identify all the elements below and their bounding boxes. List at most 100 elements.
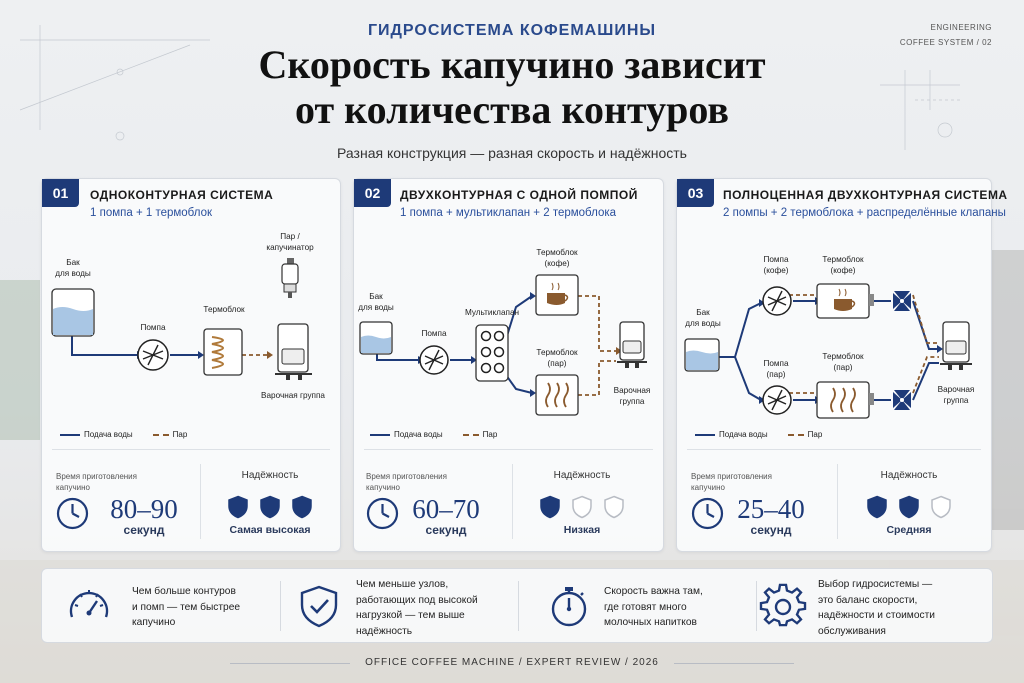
water-tank-icon	[51, 288, 95, 337]
thermoblock-steam-icon	[535, 374, 579, 416]
card-subtitle: 1 помпа + мультиклапан + 2 термоблока	[400, 207, 617, 219]
clock-icon	[366, 497, 399, 530]
engineering-line-2: COFFEE SYSTEM / 02	[899, 38, 992, 47]
card-full-dual-circuit: 03 ПОЛНОЦЕННАЯ ДВУХКОНТУРНАЯ СИСТЕМА 2 п…	[676, 178, 1007, 552]
legend: Подача воды Пар	[370, 430, 497, 439]
label-tank: Бак для воды	[55, 258, 91, 278]
full-dual-circuit-diagram	[684, 283, 972, 419]
legend: Подача воды Пар	[695, 430, 822, 439]
water-tank-icon	[684, 338, 720, 372]
card-title: ОДНОКОНТУРНАЯ СИСТЕМА	[90, 188, 274, 202]
tip-separator	[280, 581, 281, 631]
shield-filled-icon	[260, 495, 280, 519]
card-single-circuit: 01 ОДНОКОНТУРНАЯ СИСТЕМА 1 помпа + 1 тер…	[41, 178, 341, 552]
reliability-shields	[210, 495, 330, 519]
valve-bottom-icon	[893, 390, 911, 410]
card-subtitle: 2 помпы + 2 термоблока + распределённые …	[723, 207, 1006, 219]
label-steam-wand: Пар / капучинатор	[266, 232, 314, 252]
time-value: 80–90	[110, 494, 178, 524]
pump-coffee-icon	[762, 286, 792, 316]
time-value: 60–70	[412, 494, 480, 524]
reliability-shields	[849, 495, 969, 519]
tip-text: Чем меньше узлов, работающих под высокой…	[356, 579, 478, 637]
engineering-tag: ENGINEERING COFFEE SYSTEM / 02	[900, 20, 992, 50]
reliability-label: Надёжность	[241, 470, 299, 481]
multivalve-icon	[475, 324, 509, 382]
thermoblock-steam-icon	[816, 381, 874, 419]
legend-steam-line	[462, 433, 479, 436]
footer-line-left	[230, 663, 350, 664]
legend-water-label: Подача воды	[394, 430, 443, 439]
steam-wand-icon	[281, 258, 299, 298]
legend-water-line	[695, 433, 715, 436]
tip-text: Чем больше контуров и помп — тем быстрее…	[132, 586, 241, 628]
tip-item: Скорость важна там, где готовят много мо…	[518, 569, 756, 644]
divider-vertical	[200, 464, 201, 539]
label-pump: Помпа	[140, 323, 166, 332]
time-label: Время приготовления капучино	[691, 472, 772, 492]
label-thermo-coffee: Термоблок (кофе)	[536, 248, 578, 268]
tip-separator	[518, 581, 519, 631]
shield-check-icon	[300, 585, 338, 628]
water-line-valve-group-top	[912, 300, 939, 350]
legend-steam-line	[787, 433, 804, 436]
legend: Подача воды Пар	[60, 430, 187, 439]
time-unit: секунд	[123, 523, 165, 537]
footer: OFFICE COFFEE MACHINE / EXPERT REVIEW / …	[365, 657, 659, 668]
shield-filled-icon	[899, 495, 919, 519]
steam-line-bottom	[912, 356, 939, 394]
label-thermo-steam: Термоблок (пар)	[822, 352, 864, 372]
tip-text: Скорость важна там, где готовят много мо…	[604, 586, 703, 628]
title-line-1: Скорость капучино зависит	[258, 42, 766, 87]
reliability-value: Низкая	[563, 524, 601, 536]
tip-separator	[756, 581, 757, 631]
top-label: ГИДРОСИСТЕМА КОФЕМАШИНЫ	[367, 22, 657, 39]
thermoblock-icon	[203, 328, 243, 376]
legend-water-label: Подача воды	[84, 430, 133, 439]
reliability-label: Надёжность	[880, 470, 938, 481]
single-circuit-diagram	[51, 258, 312, 380]
legend-steam-line	[152, 433, 169, 436]
gear-icon	[759, 583, 807, 627]
shield-empty-icon	[572, 495, 592, 519]
divider	[52, 449, 330, 450]
water-line-tank-pump-coffee	[719, 302, 762, 358]
reliability-label: Надёжность	[553, 470, 611, 481]
brew-group-icon	[617, 321, 647, 368]
time-label: Время приготовления капучино	[366, 472, 447, 492]
brew-group-icon	[275, 323, 312, 380]
steam-line-steam-group	[578, 360, 616, 396]
pump-icon	[137, 339, 169, 371]
water-line-valve-group-bottom	[912, 362, 939, 401]
divider	[687, 449, 981, 450]
speedometer-icon	[69, 590, 109, 618]
shield-filled-icon	[228, 495, 248, 519]
divider	[364, 449, 653, 450]
clock-icon	[56, 497, 89, 530]
reliability-value: Средняя	[886, 524, 932, 536]
divider-vertical	[837, 464, 838, 539]
pump-icon	[419, 345, 449, 375]
page-title: Скорость капучино зависит от количества …	[0, 42, 1024, 132]
card-number: 03	[677, 179, 714, 207]
page-subtitle: Разная конструкция — разная скорость и н…	[337, 145, 687, 161]
water-tank-icon	[359, 321, 393, 355]
water-line-tank-pump-steam	[734, 356, 762, 401]
dual-circuit-single-pump-diagram	[359, 274, 647, 416]
card-number: 01	[42, 179, 79, 207]
time-unit: секунд	[425, 523, 467, 537]
legend-steam-label: Пар	[172, 430, 188, 439]
label-thermo-coffee: Термоблок (кофе)	[822, 255, 864, 275]
card-title: ПОЛНОЦЕННАЯ ДВУХКОНТУРНАЯ СИСТЕМА	[723, 188, 1008, 202]
tips-bar: Чем больше контуров и помп — тем быстрее…	[41, 568, 993, 643]
label-brew-group: Варочная группа	[261, 391, 325, 400]
steam-line-coffee-group	[578, 295, 616, 352]
time-value: 25–40	[737, 494, 805, 524]
tip-item: Выбор гидросистемы — это баланс скорости…	[756, 569, 994, 644]
steam-line-top	[912, 294, 939, 344]
label-brew-group: Варочная группа	[937, 385, 975, 405]
label-thermo-steam: Термоблок (пар)	[536, 348, 578, 368]
label-tank: Бак для воды	[685, 308, 721, 328]
clock-icon	[691, 497, 724, 530]
label-brew-group: Варочная группа	[613, 386, 651, 406]
